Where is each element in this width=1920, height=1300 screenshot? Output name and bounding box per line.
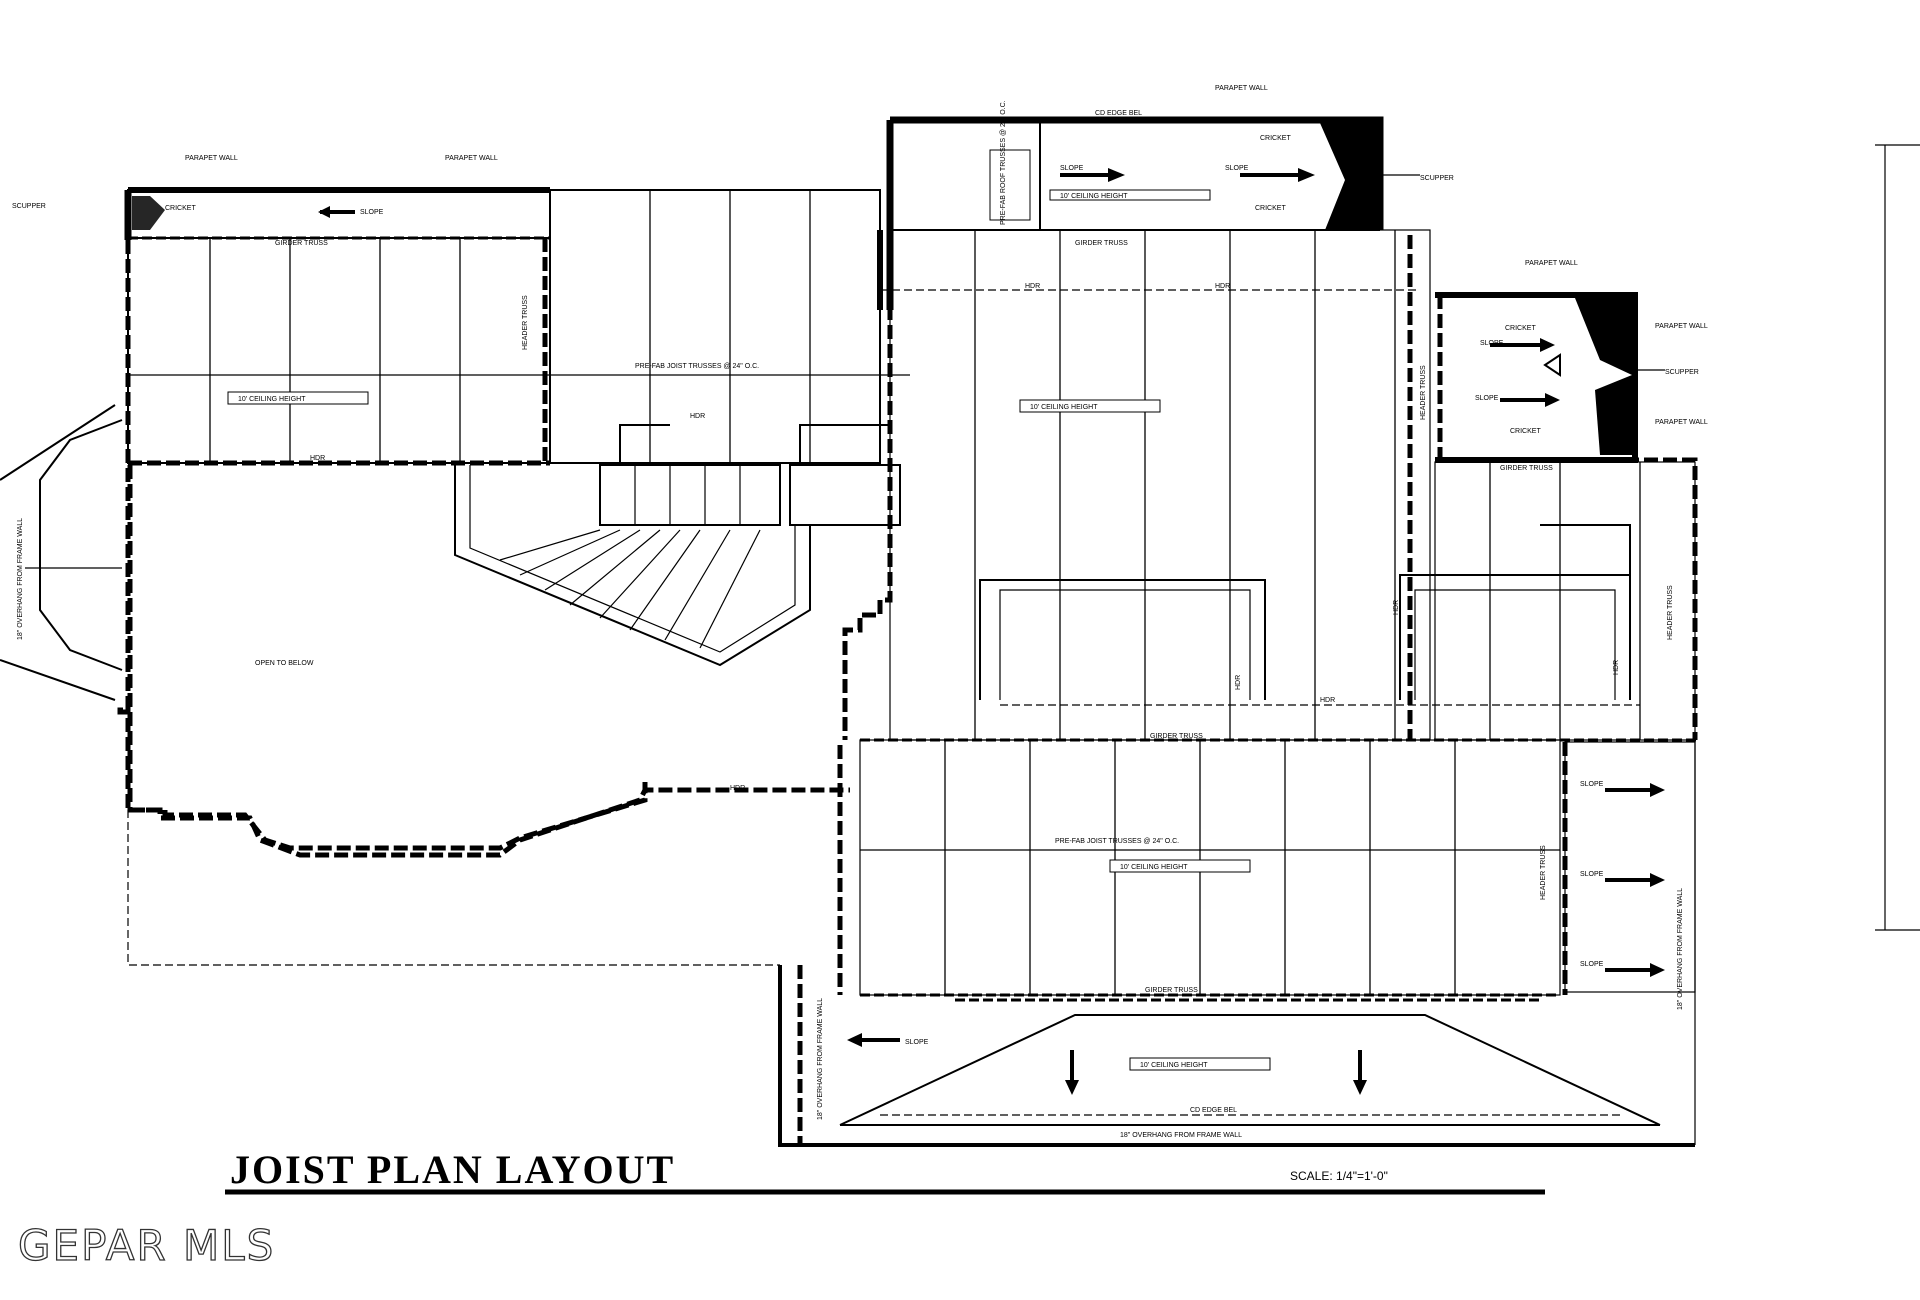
label-header-center: HEADER TRUSS (1420, 365, 1427, 420)
plan-title: JOIST PLAN LAYOUT (230, 1147, 675, 1192)
label-cd-edge-porch: CD EDGE BEL (1190, 1107, 1237, 1114)
interior-openings (979, 574, 1640, 706)
center-main-joists (974, 230, 1396, 740)
right-middle-room (1434, 461, 1696, 741)
label-ceiling-left: 10' CEILING HEIGHT (238, 396, 306, 403)
label-slope-right-low1: SLOPE (1580, 781, 1604, 788)
label-hdr-room1: HDR (1235, 675, 1242, 690)
label-header-right: HEADER TRUSS (1667, 585, 1674, 640)
label-slope-center1: SLOPE (1060, 165, 1084, 172)
label-parapet-left: PARAPET WALL (185, 155, 238, 162)
left-center-joists (649, 190, 811, 463)
label-cricket-left: CRICKET (165, 205, 196, 212)
label-girder-left: GIRDER TRUSS (275, 240, 328, 247)
left-upper-joists (128, 238, 910, 463)
label-header-left: HEADER TRUSS (522, 295, 529, 350)
label-girder-right: GIRDER TRUSS (1500, 465, 1553, 472)
open-to-below-outline (127, 465, 648, 851)
label-cd-edge-top: CD EDGE BEL (1095, 110, 1142, 117)
label-hdr-center1: HDR (1025, 283, 1040, 290)
right-upper-roof (1435, 292, 1665, 463)
label-girder-mid: GIRDER TRUSS (1150, 733, 1203, 740)
plan-labels: PARAPET WALL PARAPET WALL SCUPPER CRICKE… (12, 85, 1708, 1139)
mls-watermark: GEPAR MLS (18, 1221, 275, 1270)
bottom-porch (778, 965, 1695, 1147)
label-parapet-right3: PARAPET WALL (1655, 419, 1708, 426)
left-wing-wall (117, 240, 850, 858)
label-scupper-right: SCUPPER (1665, 369, 1699, 376)
label-hdr-center2: HDR (1215, 283, 1230, 290)
label-ceiling-lower: 10' CEILING HEIGHT (1120, 864, 1188, 871)
label-parapet-left2: PARAPET WALL (445, 155, 498, 162)
title-block: JOIST PLAN LAYOUT SCALE: 1/4"=1'-0" (225, 1147, 1545, 1195)
plan-scale: SCALE: 1/4"=1'-0" (1290, 1169, 1388, 1183)
label-slope-right-low2: SLOPE (1580, 871, 1604, 878)
label-slope-porch: SLOPE (905, 1039, 929, 1046)
label-overhang-porch: 18" OVERHANG FROM FRAME WALL (1120, 1132, 1242, 1139)
left-upper-roof (124, 187, 551, 240)
label-ceiling-porch: 10' CEILING HEIGHT (1140, 1062, 1208, 1069)
label-ceiling-center-top: 10' CEILING HEIGHT (1060, 193, 1128, 200)
label-hdr-left: HDR (310, 455, 325, 462)
right-middle-wall (1435, 457, 1698, 740)
label-slope-right2: SLOPE (1475, 395, 1499, 402)
label-slope-right-low3: SLOPE (1580, 961, 1604, 968)
label-hdr-room2: HDR (1393, 600, 1400, 615)
label-hdr-room3: HDR (1613, 660, 1620, 675)
label-scupper-center: SCUPPER (1420, 175, 1454, 182)
dimension-line (1875, 144, 1920, 931)
label-cricket-center: CRICKET (1260, 135, 1291, 142)
label-overhang-bay: 18" OVERHANG FROM FRAME WALL (17, 518, 24, 640)
label-cricket-center2: CRICKET (1255, 205, 1286, 212)
center-main-wall (842, 230, 893, 740)
label-hdr-bay: HDR (730, 785, 745, 792)
label-header-lower: HEADER TRUSS (1540, 845, 1547, 900)
label-slope-left: SLOPE (360, 209, 384, 216)
right-lower-overhang (1562, 741, 1696, 1145)
label-parapet-center: PARAPET WALL (1215, 85, 1268, 92)
bay-window (0, 404, 123, 701)
label-cricket-right2: CRICKET (1510, 428, 1541, 435)
label-ceiling-center: 10' CEILING HEIGHT (1030, 404, 1098, 411)
label-roof-truss: PRE-FAB ROOF TRUSSES @ 24" O.C. (1000, 100, 1007, 225)
label-girder-low: GIRDER TRUSS (1145, 987, 1198, 994)
label-overhang-left: 18" OVERHANG FROM FRAME WALL (817, 998, 824, 1120)
left-upper-room (127, 237, 551, 464)
right-middle-joists (1489, 462, 1641, 740)
label-girder-center: GIRDER TRUSS (1075, 240, 1128, 247)
label-cricket-right: CRICKET (1505, 325, 1536, 332)
label-slope-center2: SLOPE (1225, 165, 1249, 172)
label-hdr-stair: HDR (690, 413, 705, 420)
label-parapet-right: PARAPET WALL (1525, 260, 1578, 267)
label-joist-lower: PRE-FAB JOIST TRUSSES @ 24" O.C. (1055, 838, 1179, 845)
label-joist-left: PRE-FAB JOIST TRUSSES @ 24" O.C. (635, 363, 759, 370)
label-parapet-right2: PARAPET WALL (1655, 323, 1708, 330)
label-overhang-right: 18" OVERHANG FROM FRAME WALL (1677, 888, 1684, 1010)
lower-left-outline (127, 810, 780, 966)
stair-area (454, 424, 901, 667)
label-hdr-mid: HDR (1320, 697, 1335, 704)
left-center-room (549, 189, 881, 464)
label-slope-right: SLOPE (1480, 340, 1504, 347)
center-main-room (889, 229, 1431, 741)
label-open-below: OPEN TO BELOW (255, 660, 314, 667)
label-scupper-left: SCUPPER (12, 203, 46, 210)
center-top-roof (886, 116, 1420, 310)
